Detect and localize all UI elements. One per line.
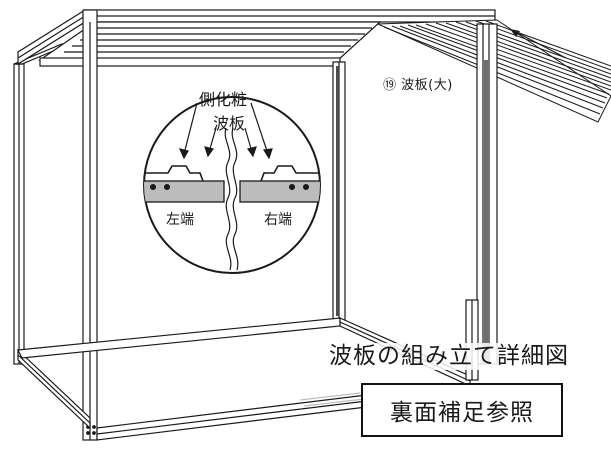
middle-post bbox=[332, 61, 346, 321]
reference-text: 裏面補足参照 bbox=[390, 400, 534, 426]
right-end-label: 右端 bbox=[264, 212, 292, 228]
left-end-label: 左端 bbox=[166, 212, 194, 228]
part-number-label: ⑲ 波板(大) bbox=[383, 78, 453, 93]
back-frame bbox=[13, 43, 71, 365]
right-back-post bbox=[476, 23, 498, 365]
side-trim-label: 側化粧 bbox=[199, 90, 248, 109]
detail-caption: 波板の組み立て詳細図 bbox=[325, 343, 573, 370]
detail-callout bbox=[143, 96, 321, 274]
reference-box: 裏面補足参照 bbox=[361, 383, 563, 437]
top-frame bbox=[17, 8, 496, 67]
front-left-post bbox=[82, 9, 98, 441]
corrugated-sheet-label: 波板 bbox=[213, 114, 246, 133]
